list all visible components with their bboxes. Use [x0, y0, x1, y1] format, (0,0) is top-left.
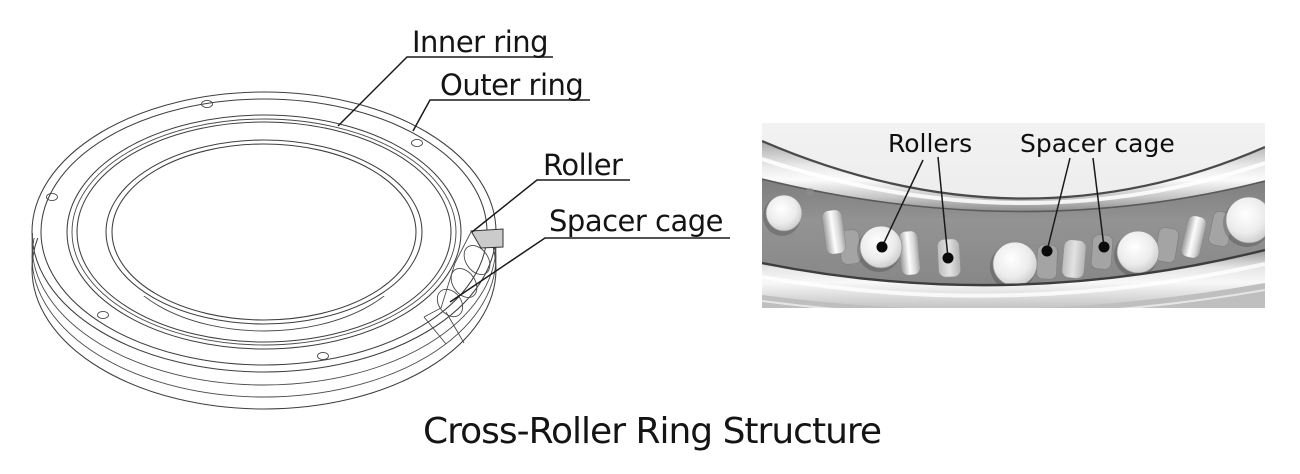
cutaway-section	[423, 228, 504, 345]
ring-side-wall	[31, 238, 497, 410]
outer-ring-callout: Outer ring	[412, 68, 590, 132]
spacer-cage-callout: Spacer cage	[449, 204, 730, 303]
outer-ring-label: Outer ring	[440, 68, 583, 102]
spacer-cage-leader-line-1	[1046, 157, 1071, 252]
rollers-leader-line-1	[881, 159, 924, 248]
photo-outer-ring-band	[762, 248, 1265, 308]
bearing-line-drawing: Inner ring Outer ring Roller Spacer cage	[31, 25, 730, 410]
photo-dark-spot	[806, 188, 814, 196]
roller-label: Roller	[543, 148, 623, 182]
photo-annotations: Rollers Spacer cage	[876, 129, 1175, 264]
ring-ellipses	[31, 91, 497, 373]
ring-silhouette-edges	[32, 233, 496, 262]
annotation-dot-spacer-2	[1098, 241, 1110, 253]
roller-callout: Roller	[471, 148, 630, 233]
inner-ring-label: Inner ring	[412, 25, 548, 59]
bearing-photo: Rollers Spacer cage	[762, 123, 1265, 308]
annotation-dot-roller-2	[942, 252, 954, 264]
mounting-holes	[46, 99, 423, 361]
bore-inner-wall	[143, 296, 385, 332]
spacer-cage-label: Spacer cage	[549, 204, 723, 238]
photo-spacer-cage-label: Spacer cage	[1020, 129, 1175, 158]
inner-ring-callout: Inner ring	[337, 25, 553, 127]
diagram-title: Cross-Roller Ring Structure	[422, 411, 882, 452]
roller-section-face	[470, 228, 504, 249]
photo-rollers-label: Rollers	[888, 129, 972, 158]
annotation-dot-spacer-1	[1041, 245, 1053, 257]
spacer-cage-leader-line-2	[1092, 157, 1105, 248]
photo-inner-ring-band	[762, 139, 1265, 212]
annotation-dot-roller-1	[876, 241, 888, 253]
rollers-leader-line-2	[937, 156, 949, 259]
